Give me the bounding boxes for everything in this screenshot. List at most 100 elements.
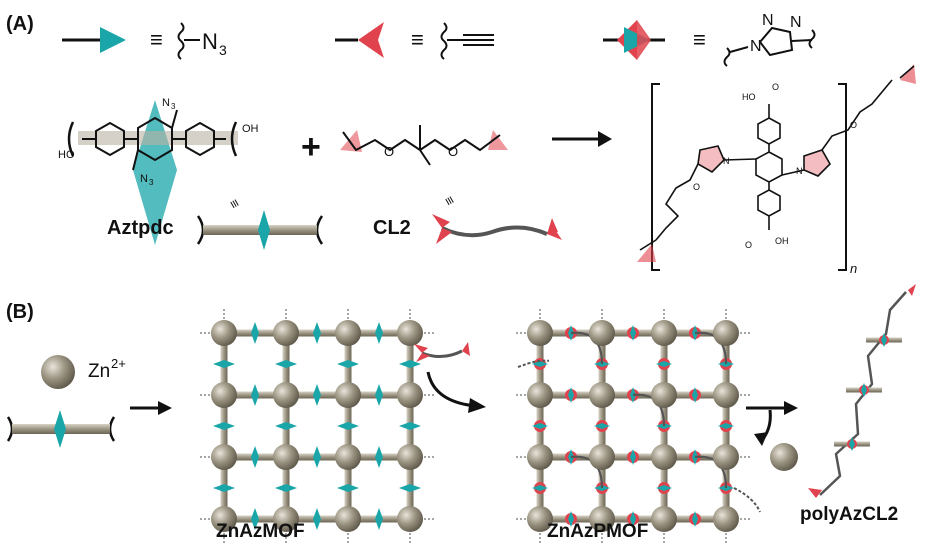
zn-node-icon [273, 320, 299, 346]
azide-diamond-icon [399, 422, 421, 430]
chain-o-right: O [850, 120, 857, 130]
n3-bottom-sub: 3 [149, 178, 154, 187]
alkyne-wedge-top-icon [358, 22, 384, 40]
azide-triangle-icon [100, 27, 126, 53]
zn-node-icon [211, 506, 237, 532]
cl2-molecule: O O [340, 125, 508, 166]
azide-diamond-icon [656, 361, 672, 367]
cl2-equiv: ≡ [441, 193, 459, 208]
polyazcl2-label: polyAzCL2 [800, 504, 898, 525]
azide-diamond-icon [251, 508, 259, 530]
zn-node-icon [211, 444, 237, 470]
cooh-top-ho: HO [742, 92, 756, 102]
panel-b-label: (B) [6, 301, 34, 323]
zn-node-icon [527, 382, 553, 408]
azide-diamond-icon [881, 333, 887, 347]
reaction-arrow [552, 131, 612, 147]
zn-node-icon [335, 506, 361, 532]
azide-diamond-icon [568, 387, 574, 403]
azide-n-text: N [202, 29, 218, 54]
zn-node-icon [651, 320, 677, 346]
azide-diamond-icon [568, 511, 574, 527]
azide-diamond-icon [251, 322, 259, 344]
azide-diamond-icon [337, 360, 359, 368]
cooh-bottom-o: O [745, 240, 752, 250]
azide-diamond-icon [375, 508, 383, 530]
azide-diamond-icon [375, 322, 383, 344]
znazpmof-lattice [516, 309, 761, 543]
azide-diamond-icon [275, 360, 297, 368]
azide-diamond-icon [692, 387, 698, 403]
cl2-cartoon [432, 214, 562, 244]
azide-diamond-icon [861, 383, 867, 397]
azide-diamond-icon [532, 485, 548, 491]
azide-diamond-icon [54, 410, 66, 448]
zn-node-icon [713, 444, 739, 470]
azide-diamond-icon [630, 511, 636, 527]
alkyne-wedge-bottom-icon [358, 40, 384, 58]
azide-diamond-icon [630, 325, 636, 341]
alkyne-end-icon [808, 488, 822, 498]
zn-node-icon [589, 444, 615, 470]
azide-diamond-icon [258, 210, 270, 250]
zn-node-icon [589, 506, 615, 532]
azide-diamond-icon [532, 361, 548, 367]
cooh-bottom-oh: OH [775, 236, 789, 246]
aztpdc-ho-left: HO [58, 149, 75, 161]
znazmof-label: ZnAzMOF [216, 521, 305, 542]
zn-node-icon [527, 444, 553, 470]
zn-ball-icon [41, 355, 75, 389]
azide-diamond-icon [399, 360, 421, 368]
zn-node-icon [273, 506, 299, 532]
znazmof-lattice [200, 309, 434, 543]
zn-node-icon [651, 444, 677, 470]
azide-diamond-icon [313, 508, 321, 530]
triazole-n3: N [790, 14, 802, 31]
plus-sign: + [301, 128, 321, 166]
phenyl-ring [185, 121, 215, 157]
equiv-sign-2: ≡ [411, 27, 424, 52]
zn-node-icon [397, 382, 423, 408]
azide-diamond-icon [275, 422, 297, 430]
cl2-label: CL2 [373, 217, 411, 239]
linker-legend [6, 410, 116, 448]
aztpdc-oh-right: OH [242, 123, 259, 135]
triazole-n1: N [750, 38, 762, 55]
azide-diamond-icon [251, 446, 259, 468]
chain-o-left: O [693, 182, 700, 192]
zn-node-icon [273, 382, 299, 408]
azide-diamond-icon [275, 484, 297, 492]
polyazcl2-chain [808, 284, 916, 498]
zn-node-icon [273, 444, 299, 470]
aztpdc-label: Aztpdc [107, 217, 174, 239]
crosslinker-chain [733, 487, 761, 513]
aztpdc-cartoon [196, 210, 324, 250]
wavy-bond-icon [440, 22, 448, 60]
n3-bottom-text: N [140, 173, 148, 185]
wavy-bond-icon [177, 22, 185, 60]
azide-diamond-icon [718, 423, 734, 429]
zn-node-icon [397, 320, 423, 346]
zn-node-icon [527, 320, 553, 346]
zn-node-icon [527, 506, 553, 532]
zn-node-icon [651, 506, 677, 532]
triazole-legend: ≡ N N N [603, 12, 816, 67]
equiv-sign-1: ≡ [150, 27, 163, 52]
panel-a-label: (A) [6, 13, 34, 35]
zn-charge: 2+ [111, 356, 126, 371]
zn-node-icon [335, 382, 361, 408]
azide-diamond-icon [313, 322, 321, 344]
azide-diamond-icon [337, 422, 359, 430]
azide-diamond-icon [313, 446, 321, 468]
azide-sub-text: 3 [219, 42, 227, 58]
zn-node-icon [713, 506, 739, 532]
azide-diamond-icon [313, 384, 321, 406]
product-polymer: n HO O O OH N N O O [637, 64, 916, 276]
cl2-addition-icon [414, 342, 486, 413]
phenyl-ring [95, 121, 125, 157]
azide-diamond-icon [213, 422, 235, 430]
triazole-n-left: N [723, 156, 730, 166]
azide-diamond-icon [849, 437, 855, 451]
azide-diamond-icon [399, 484, 421, 492]
